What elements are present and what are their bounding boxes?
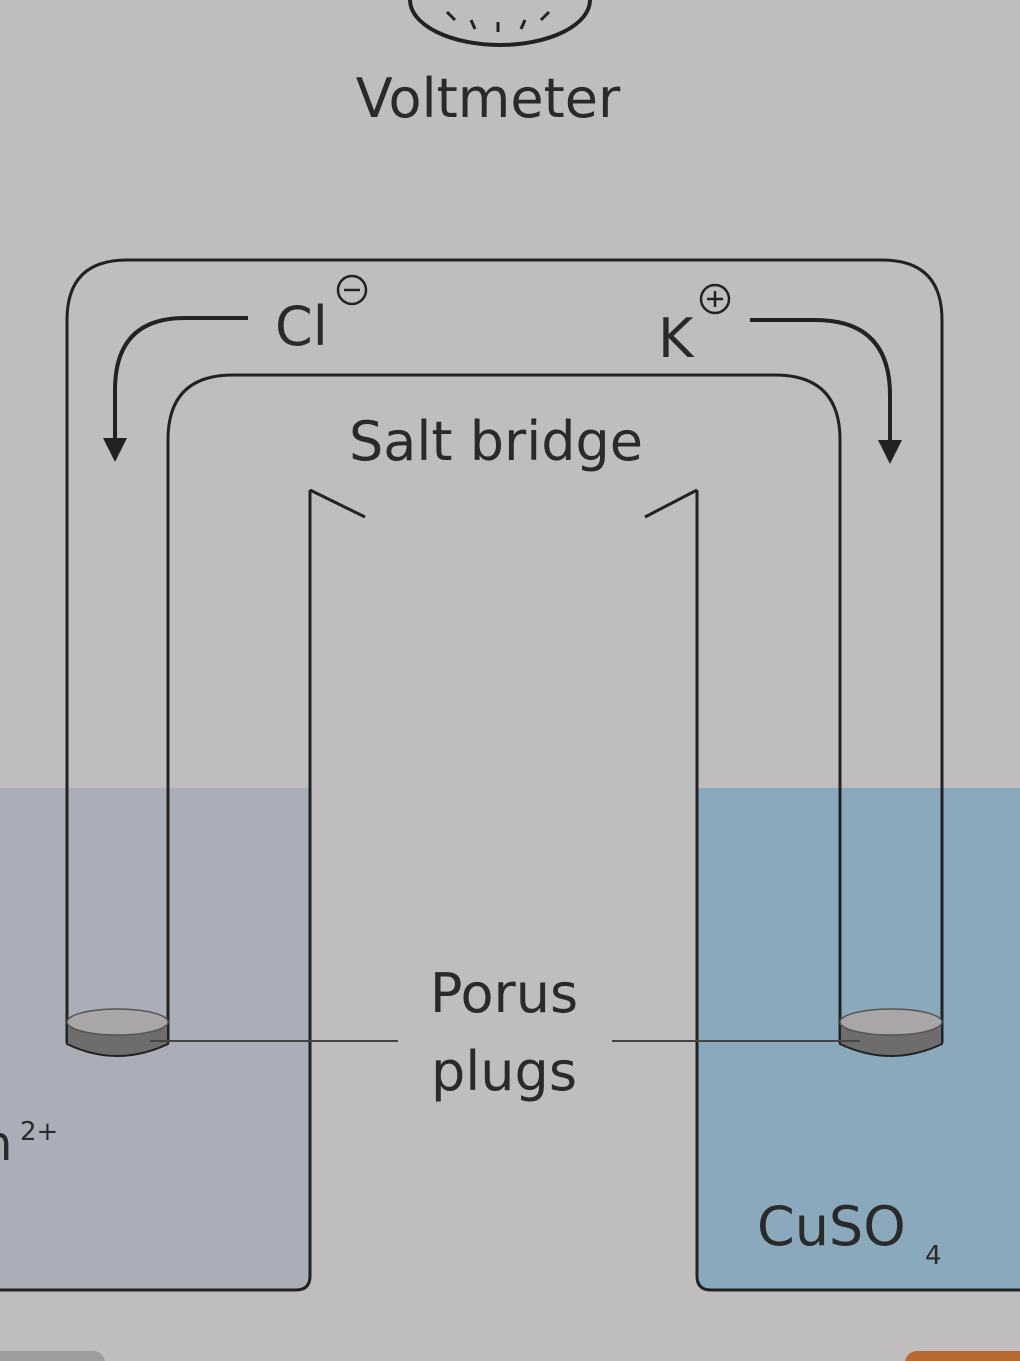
right-beaker-wall — [695, 490, 1020, 1292]
left-beaker-lip — [309, 488, 366, 519]
porous-plugs-label-line2: plugs — [431, 1040, 577, 1103]
left-solution-label: n — [0, 1116, 12, 1172]
negative-charge-icon — [336, 274, 368, 306]
potassium-ion-label: K — [658, 307, 695, 370]
voltmeter-dial — [408, 0, 592, 47]
right-solution-label: CuSO — [757, 1195, 906, 1258]
positive-charge-icon — [699, 283, 731, 315]
salt-bridge-outer-wall — [65, 258, 944, 1043]
left-solution-charge: 2+ — [20, 1117, 58, 1147]
bottom-left-tab — [0, 1351, 105, 1361]
salt-bridge-label: Salt bridge — [349, 410, 643, 473]
porous-plugs-label-line1: Porus — [430, 962, 578, 1025]
salt-bridge-inner-wall — [166, 373, 842, 1043]
voltmeter-label: Voltmeter — [356, 67, 621, 130]
left-beaker-wall — [0, 490, 312, 1292]
right-solution-subscript: 4 — [925, 1241, 942, 1271]
chloride-flow-arrow — [103, 316, 248, 462]
right-beaker-lip — [644, 488, 698, 519]
right-porous-plug — [839, 1008, 943, 1057]
potassium-flow-arrow — [750, 318, 902, 464]
chloride-ion-label: Cl — [275, 295, 328, 358]
left-porous-plug — [66, 1008, 169, 1057]
bottom-right-tab — [905, 1351, 1020, 1361]
